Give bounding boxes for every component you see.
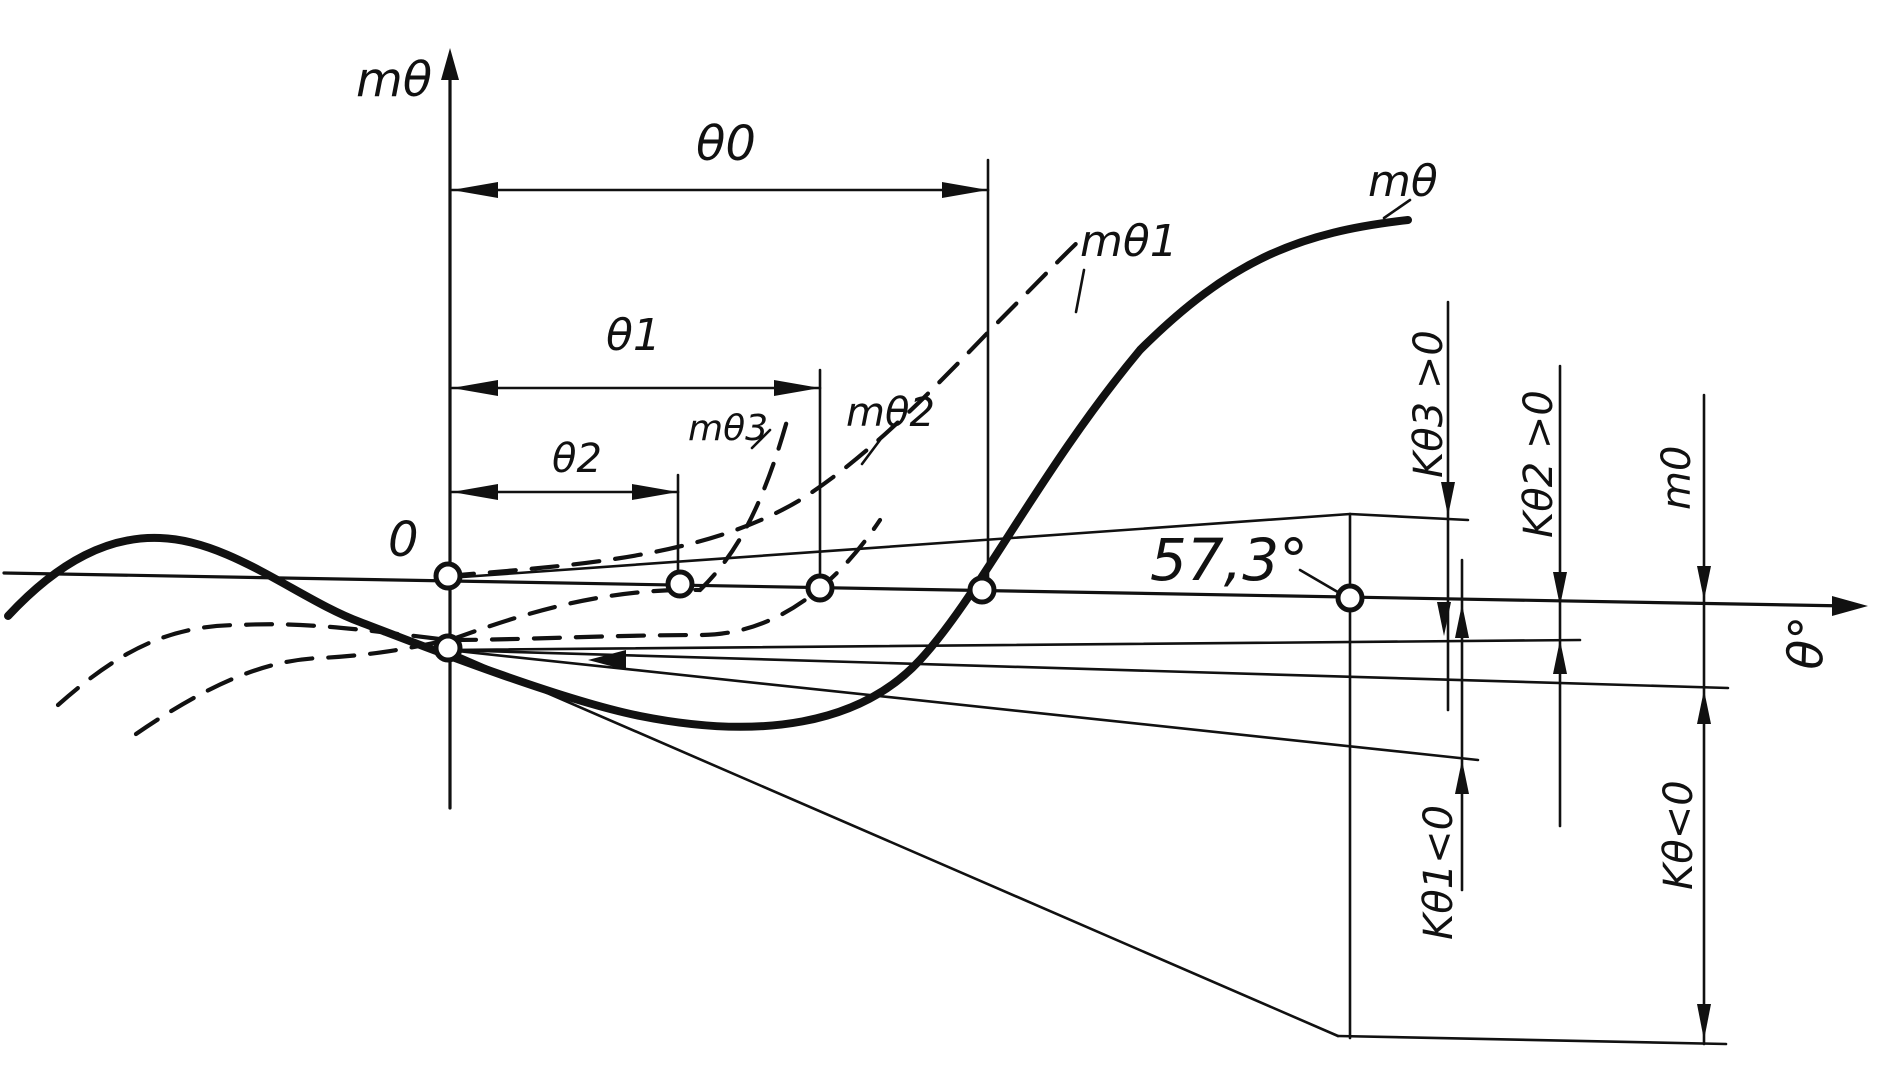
axes — [2, 48, 1868, 810]
curve-left-dashed-lower — [133, 637, 451, 737]
x-axis-label: θ° — [1778, 615, 1836, 670]
k-measurements — [1437, 300, 1711, 1046]
x-axis — [2, 571, 1850, 608]
tangent-line-main — [446, 648, 1340, 1038]
intercept-point — [433, 633, 463, 663]
theta0-label: θ0 — [696, 116, 756, 172]
labels: mθ θ° 0 θ0 θ1 θ2 mθ mθ1 mθ2 mθ3 57,3° Kθ… — [356, 52, 1836, 940]
curve-m-theta2 — [447, 517, 883, 643]
tangent-lines — [446, 512, 1730, 1046]
point-theta0 — [967, 575, 997, 605]
y-axis-label: mθ — [356, 52, 432, 108]
k-theta2-label: Kθ2 >0 — [1516, 390, 1562, 538]
k-theta1-label: Kθ1<0 — [1416, 805, 1462, 940]
theta1-label: θ1 — [606, 310, 661, 361]
curve-m-theta1 — [445, 237, 1083, 579]
y-axis-arrow — [441, 48, 459, 80]
point-theta2 — [665, 569, 695, 599]
origin-point — [433, 561, 463, 591]
point-theta1 — [805, 573, 835, 603]
curve-m-theta3-label: mθ3 — [688, 408, 768, 449]
k-theta3-label: Kθ3 >0 — [1406, 330, 1452, 478]
curve-m-theta2-label: mθ2 — [846, 390, 935, 436]
points — [433, 561, 1365, 663]
tangent-line-3 — [446, 648, 1730, 690]
dimensions — [450, 158, 990, 592]
curve-m-theta-label: mθ — [1368, 156, 1438, 207]
tangent-line-2 — [446, 638, 1582, 652]
curve-m-theta3 — [447, 407, 793, 643]
tangent-line-1 — [446, 512, 1352, 580]
curve-m-theta1-label: mθ1 — [1080, 216, 1178, 267]
theta2-label: θ2 — [552, 436, 602, 482]
curves — [4, 216, 1412, 737]
k-theta-label: Kθ<0 — [1656, 780, 1702, 890]
point-57-3 — [1335, 583, 1365, 613]
base-line — [1336, 1034, 1728, 1046]
curve-m-theta — [4, 216, 1412, 731]
angle-label: 57,3° — [1150, 526, 1308, 594]
origin-label: 0 — [388, 512, 419, 568]
x-axis-arrow — [1832, 596, 1868, 616]
curve-left-dashed-upper — [55, 622, 451, 708]
m0-label: m0 — [1654, 446, 1700, 510]
leaders — [750, 198, 1412, 600]
